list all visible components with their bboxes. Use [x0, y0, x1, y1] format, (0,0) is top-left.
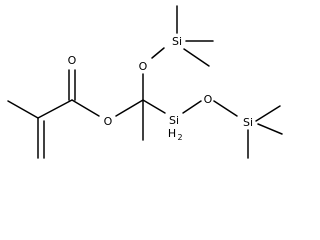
bond-methyl-c2 — [7, 100, 39, 119]
atom-o-lower: O — [204, 93, 213, 106]
atom-si-upper: Si — [172, 35, 182, 48]
atom-si-lower-hydrogen-count: 2 — [177, 133, 182, 142]
atom-o-carbonyl: O — [68, 54, 77, 67]
bond-si-right-methyl-right-low — [257, 123, 283, 135]
atom-si-right: Si — [243, 116, 253, 129]
bond-quaternary-c-sih2 — [142, 99, 166, 114]
atom-o-ester: O — [104, 115, 113, 128]
bond-o-upper-si-upper — [151, 47, 165, 59]
chemical-structure: O O O Si Si H 2 O Si — [7, 5, 283, 159]
bonds — [7, 5, 283, 159]
bond-c2-carbonyl-c — [37, 99, 73, 119]
atom-si-lower: Si — [169, 114, 179, 127]
bond-si-right-methyl-right — [255, 105, 281, 122]
bond-carbonyl-c-o-ester — [71, 99, 100, 117]
bond-o-ester-quaternary-c — [115, 99, 144, 117]
atom-o-upper: O — [139, 60, 148, 73]
bond-si-upper-methyl-down — [183, 48, 210, 67]
atom-labels: O O O Si Si H 2 O Si — [68, 35, 253, 142]
bond-o-lower-si-right — [213, 100, 238, 117]
bond-sih2-o-lower — [182, 100, 202, 114]
atom-si-lower-hydrogen: H — [168, 127, 176, 140]
